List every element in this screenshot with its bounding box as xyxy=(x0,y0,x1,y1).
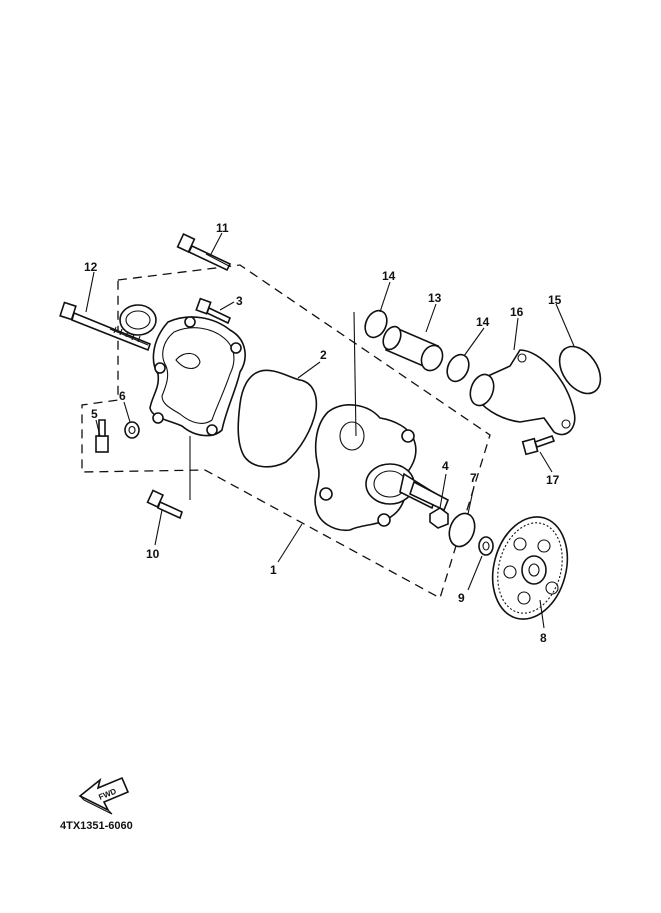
callout-12: 12 xyxy=(84,260,98,274)
callout-2: 2 xyxy=(320,348,327,362)
part-4-nut xyxy=(429,507,449,529)
part-9-washer xyxy=(478,536,494,556)
part-15-o-ring xyxy=(558,345,602,395)
callout-17: 17 xyxy=(546,473,560,487)
part-10-bolt xyxy=(146,489,183,520)
part-13-pipe-joint xyxy=(382,325,444,372)
callout-3: 3 xyxy=(236,294,243,308)
part-14-o-ring-upper xyxy=(364,309,388,339)
leader-lines xyxy=(85,232,575,629)
callout-8: 8 xyxy=(540,631,547,645)
part-11-bolt xyxy=(176,233,232,272)
callout-1: 1 xyxy=(270,563,277,577)
callout-14-lower: 14 xyxy=(476,315,490,329)
part-2-gasket xyxy=(237,369,318,468)
callout-4: 4 xyxy=(442,459,449,473)
assembly-outline xyxy=(81,264,491,599)
callout-5: 5 xyxy=(91,407,98,421)
part-17-bolt xyxy=(521,434,556,456)
pump-cover xyxy=(149,316,246,437)
part-8-drive-gear xyxy=(491,516,569,620)
callout-10: 10 xyxy=(146,547,160,561)
part-5-bolt xyxy=(95,419,109,453)
part-3-bolt xyxy=(195,297,232,325)
callout-14-upper: 14 xyxy=(382,269,396,283)
callout-6: 6 xyxy=(119,389,126,403)
callout-15: 15 xyxy=(548,293,562,307)
callout-16: 16 xyxy=(510,305,524,319)
part-12-bolt xyxy=(59,301,151,352)
callout-7: 7 xyxy=(470,471,477,485)
callout-13: 13 xyxy=(428,291,442,305)
fwd-arrow-icon: FWD xyxy=(78,776,130,815)
callout-9: 9 xyxy=(458,591,465,605)
part-14-o-ring-lower xyxy=(446,353,470,383)
part-1-pump-housing xyxy=(314,404,450,532)
part-7-o-ring xyxy=(448,512,476,548)
part-6-washer xyxy=(124,421,140,439)
callout-11: 11 xyxy=(216,221,229,235)
drawing-code: 4TX1351-6060 xyxy=(60,820,133,832)
small-seal-ring xyxy=(119,304,157,336)
part-16-outlet-pipe xyxy=(469,349,576,436)
